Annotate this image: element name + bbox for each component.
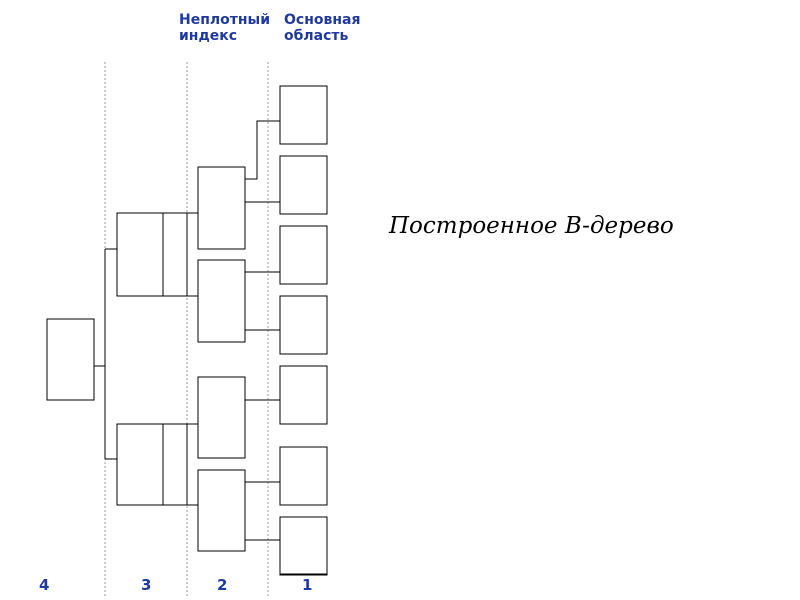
data-page [279, 516, 328, 576]
level-label-1: 1 [302, 576, 313, 594]
index-node [197, 376, 246, 459]
data-page [279, 85, 328, 145]
level3-node-top [116, 212, 188, 297]
level-label-4: 4 [39, 576, 50, 594]
data-page [279, 365, 328, 425]
header-line: Неплотный [179, 12, 271, 28]
connector [245, 120, 280, 180]
data-page [279, 155, 328, 215]
sparse-index-header: Неплотный индекс [179, 12, 270, 44]
level3-node-bottom [116, 423, 188, 506]
header-line: индекс [179, 28, 238, 44]
header-line: область [284, 28, 349, 44]
index-node [197, 166, 246, 250]
header-line: Основная [284, 12, 361, 28]
index-node [197, 469, 246, 552]
index-node [197, 259, 246, 343]
data-page [279, 225, 328, 285]
level-label-3: 3 [141, 576, 152, 594]
root-node [46, 318, 95, 401]
level-label-2: 2 [217, 576, 228, 594]
data-page [279, 446, 328, 506]
diagram-caption: Построенное B-дерево [389, 213, 674, 239]
data-page [279, 295, 328, 355]
main-area-header: Основная область [284, 12, 360, 44]
